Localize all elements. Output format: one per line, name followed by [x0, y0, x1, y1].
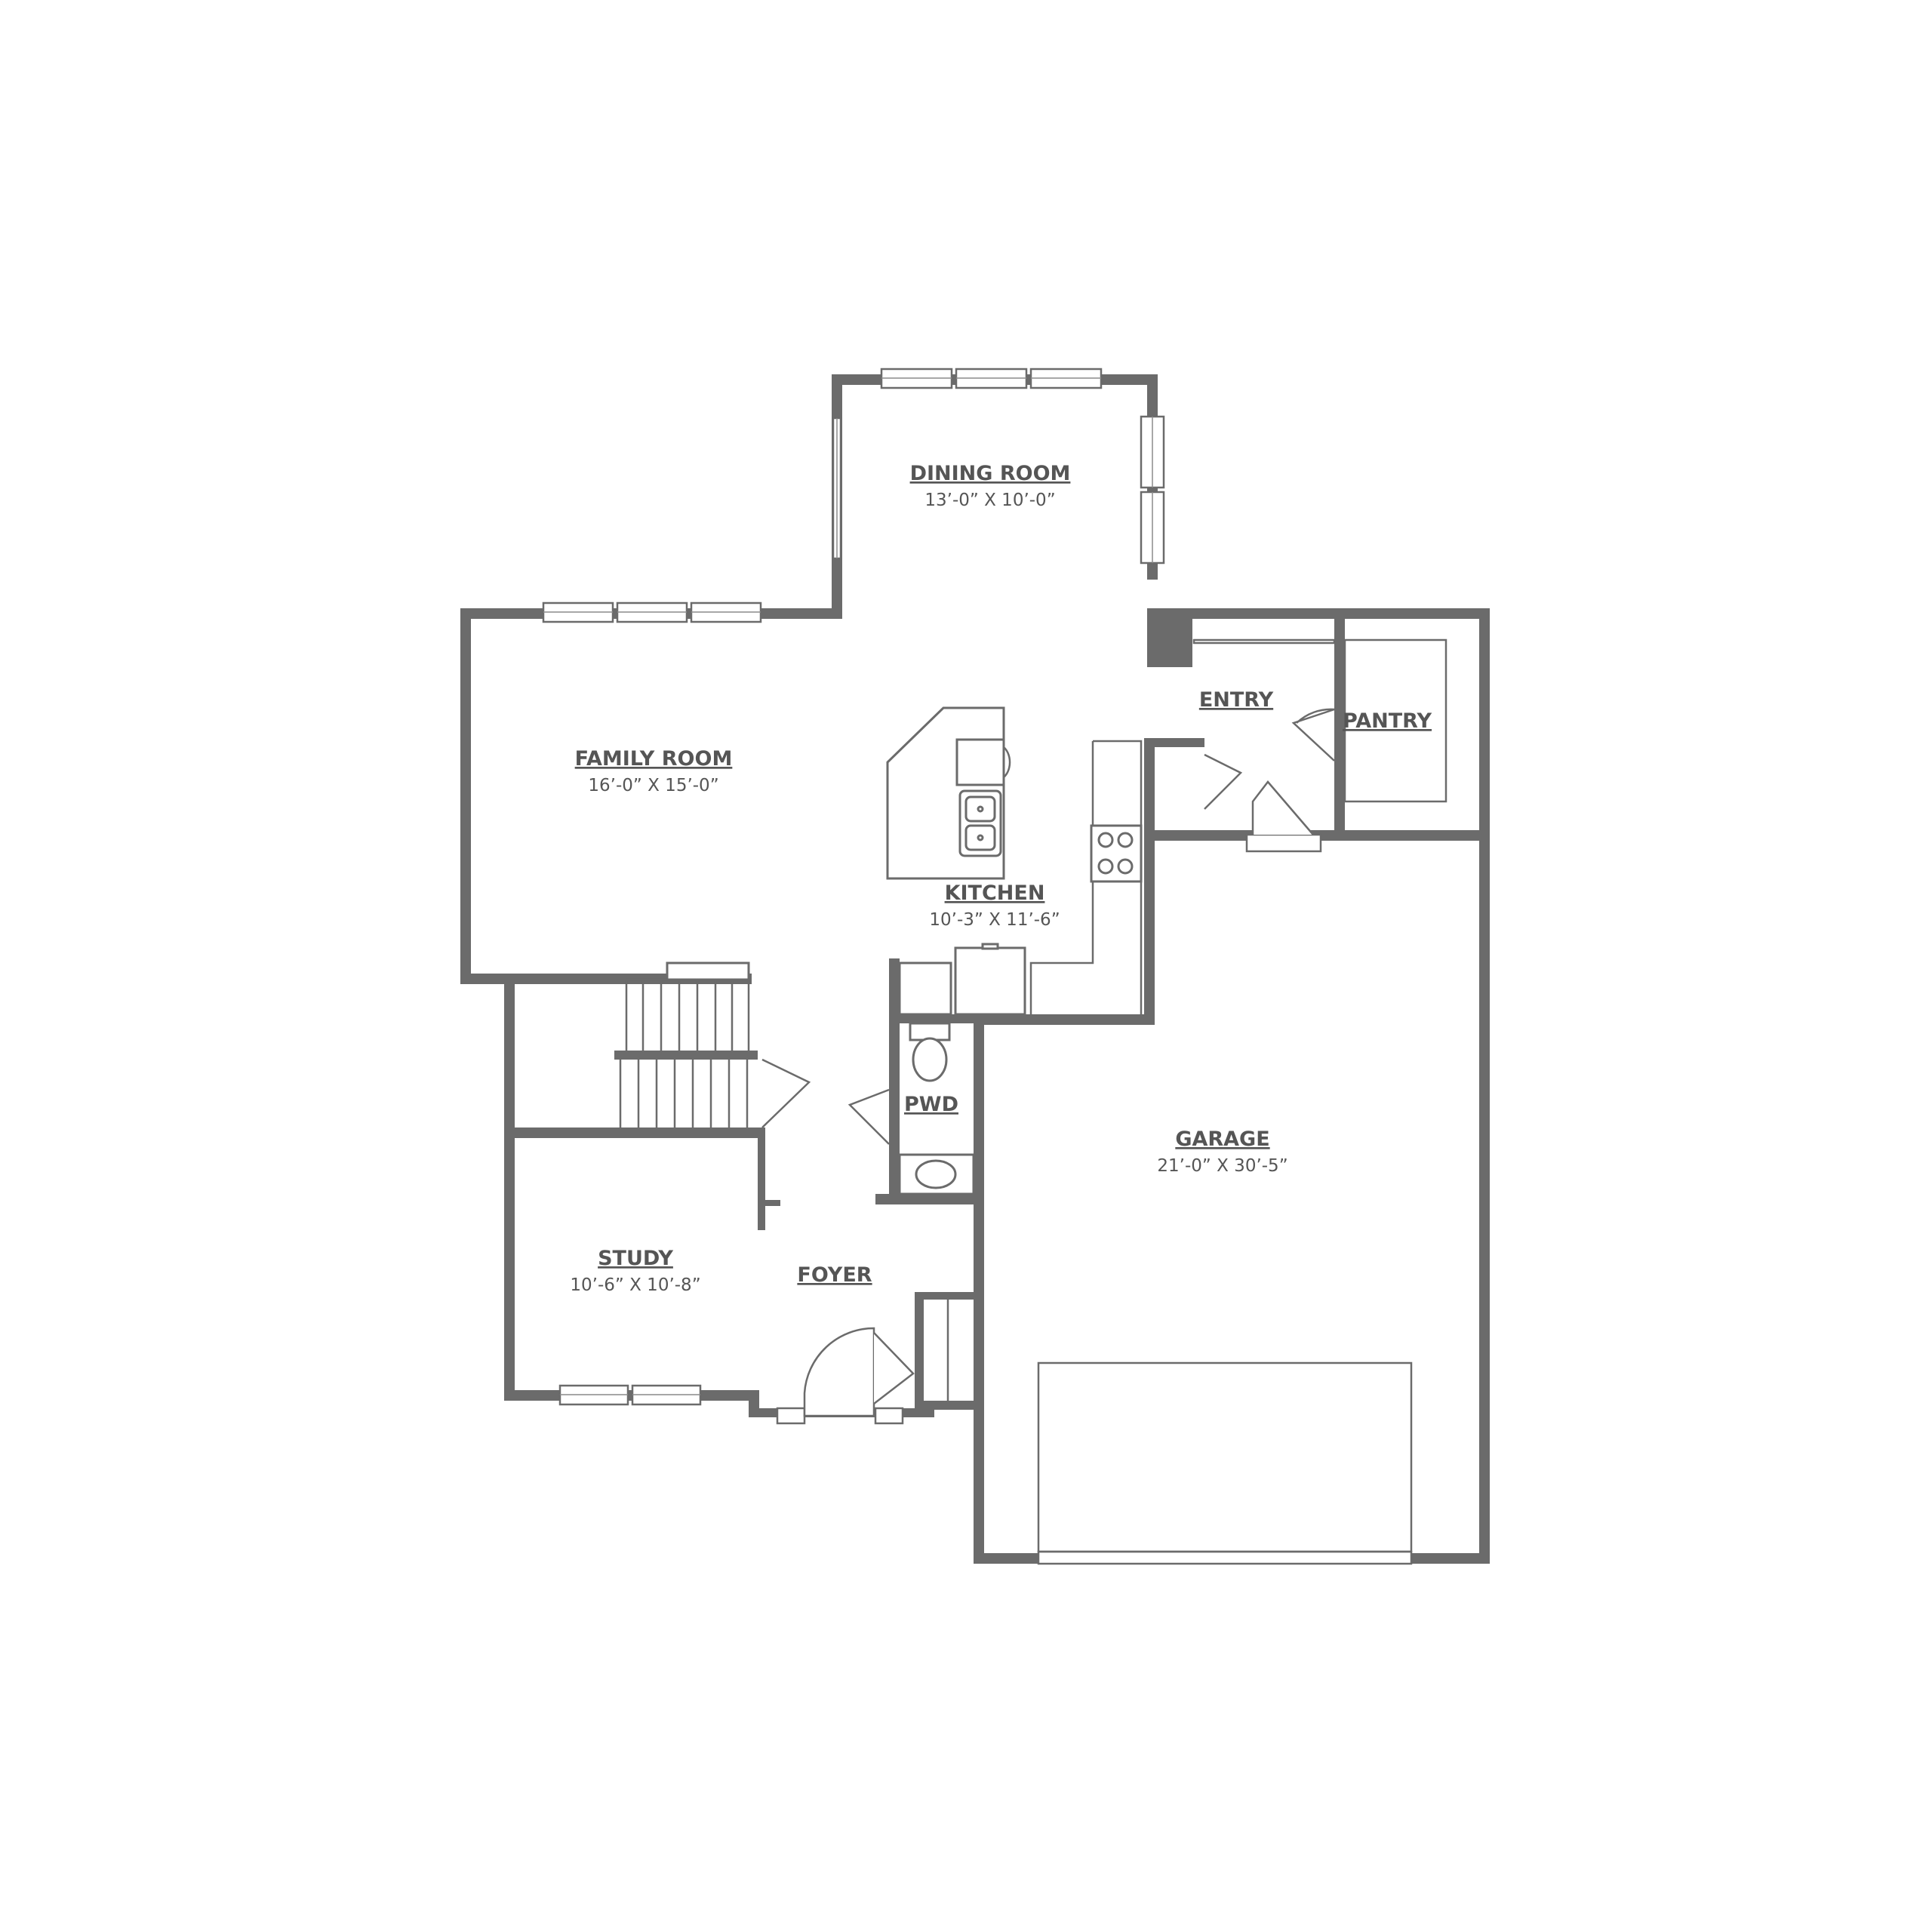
stair-closet-door	[761, 1058, 811, 1128]
garage-entry-door	[1251, 780, 1314, 835]
pwd-name: PWD	[904, 1093, 958, 1116]
kitchen-name: KITCHEN	[945, 881, 1045, 905]
stair-landing	[666, 961, 750, 981]
dining-room-name: DINING ROOM	[910, 462, 1071, 485]
sink-drain	[977, 834, 984, 841]
window	[558, 1384, 629, 1406]
family-room-dims: 16’-0” X 15’-0”	[588, 776, 718, 795]
pwd-top-wall	[889, 1014, 980, 1023]
pwd-left-wall	[889, 958, 900, 1203]
study-left-wall	[504, 974, 515, 1401]
closet-top-wall	[915, 1292, 983, 1300]
kitchen-dims: 10’-3” X 11’-6”	[929, 910, 1060, 930]
front-door	[803, 1327, 875, 1417]
entry-closet-door	[1204, 753, 1243, 810]
study-dims: 10’-6” X 10’-8”	[570, 1275, 700, 1295]
window	[1029, 368, 1103, 389]
foyer-name: FOYER	[797, 1263, 872, 1287]
pantry-name: PANTRY	[1343, 709, 1432, 733]
stair-bottom-wall	[504, 1128, 761, 1138]
pantry-cabinet	[898, 961, 952, 1016]
stair-right-wall	[758, 1128, 765, 1230]
sliding-door	[832, 417, 842, 560]
range-burner	[1117, 832, 1134, 848]
pantry-divider-wall	[1334, 608, 1345, 832]
closet-left-wall	[915, 1292, 924, 1413]
dining-room-dims: 13’-0” X 10’-0”	[924, 491, 1055, 510]
range	[1090, 824, 1143, 883]
garage-name: GARAGE	[1175, 1128, 1269, 1151]
range-burner	[1097, 858, 1114, 875]
powder-room-fixtures	[848, 1022, 975, 1195]
window	[631, 1384, 702, 1406]
room-labels: DINING ROOM 13’-0” X 10’-0” FAMILY ROOM …	[570, 462, 1432, 1295]
window	[1140, 491, 1165, 565]
family-left-wall	[460, 608, 471, 984]
garage-door	[1037, 1361, 1413, 1565]
coat-closet-door	[873, 1332, 915, 1404]
toilet-bowl	[912, 1037, 948, 1082]
window	[542, 601, 614, 623]
window	[690, 601, 762, 623]
study-bottom-wall	[504, 1390, 758, 1401]
range-burner	[1097, 832, 1114, 848]
stair-treads-lower	[619, 1060, 749, 1128]
study-name: STUDY	[598, 1247, 673, 1270]
dishwasher-door-arc	[1003, 746, 1011, 778]
pwd-bottom-wall	[875, 1194, 981, 1204]
pantry-shelf	[1343, 638, 1447, 803]
refrigerator	[954, 946, 1026, 1016]
entry-inner-top-wall	[1144, 738, 1204, 747]
closet-bottom-wall	[915, 1401, 983, 1410]
stairs	[614, 961, 811, 1128]
garage-left-wall	[974, 1014, 984, 1564]
sink-drain	[977, 805, 984, 813]
windows	[542, 368, 1413, 1565]
entry-left-wall	[1144, 738, 1155, 1025]
entry-name: ENTRY	[1199, 688, 1274, 712]
window	[1140, 415, 1165, 489]
entry-bench	[1192, 638, 1336, 645]
garage-bottom-wall-left	[974, 1553, 1038, 1564]
family-room-name: FAMILY ROOM	[575, 747, 733, 771]
window	[880, 368, 953, 389]
refrigerator-handle	[981, 943, 999, 950]
garage-dims: 21’-0” X 30’-5”	[1157, 1156, 1287, 1176]
stair-rail	[614, 1051, 758, 1060]
kitchen-bottom-wall	[974, 1014, 1155, 1025]
window	[616, 601, 688, 623]
front-door-sidelite	[776, 1407, 806, 1425]
front-door-sidelite	[874, 1407, 904, 1425]
garage-bottom-wall-right	[1411, 1553, 1490, 1564]
entry-door-threshold	[1245, 833, 1322, 853]
pantry-door	[1291, 708, 1335, 761]
powder-room-door	[848, 1088, 890, 1145]
entry-top-wall	[1147, 608, 1490, 619]
walls	[460, 374, 1490, 1564]
range-burner	[1117, 858, 1134, 875]
foyer-fixtures	[803, 1300, 949, 1417]
vanity-sink	[915, 1159, 957, 1189]
stair-wall-stub	[758, 1200, 780, 1206]
window	[955, 368, 1028, 389]
kitchen-fixtures	[886, 706, 1143, 1016]
stair-treads-upper	[625, 978, 750, 1055]
dishwasher	[955, 738, 1005, 786]
dining-corner-pier	[1147, 610, 1192, 667]
entry-fixtures	[1192, 638, 1447, 835]
garage-right-wall	[1479, 608, 1490, 1564]
